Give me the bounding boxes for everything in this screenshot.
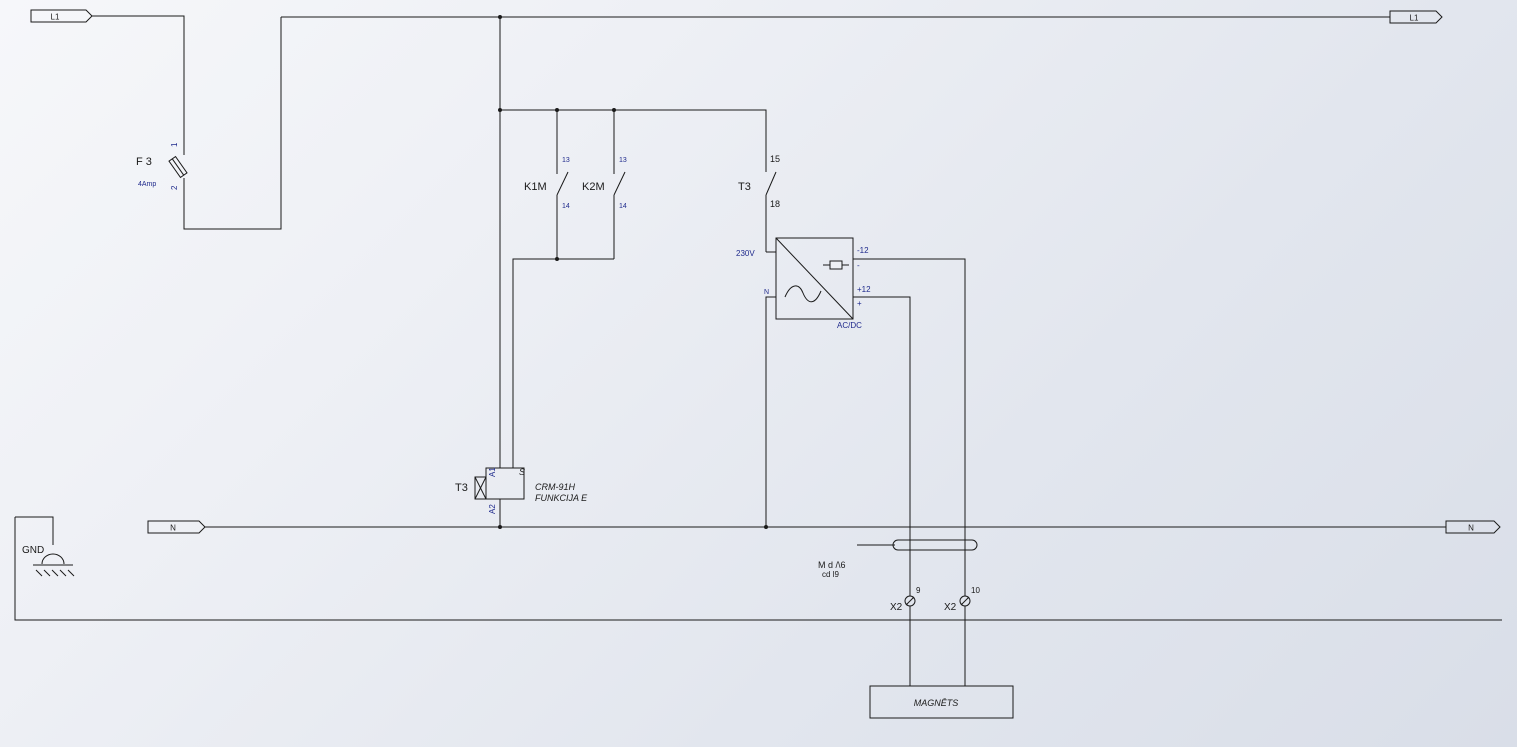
ground-hatch: [67, 569, 75, 577]
junction-dot: [555, 108, 559, 112]
fuse-name: F 3: [136, 156, 152, 168]
psu-diagonal: [775, 237, 854, 320]
terminal-name: X2: [890, 602, 903, 613]
ground-hatch: [35, 569, 43, 577]
psu-out-pos-sign: +: [857, 299, 862, 308]
contact-k2m[interactable]: K2M 13 14: [582, 157, 627, 210]
contact-pin-top: 15: [770, 154, 780, 164]
contact-pin-bottom: 18: [770, 199, 780, 209]
relay-coil-box: [485, 467, 525, 500]
contact-pin-bottom: 14: [562, 203, 570, 210]
wire-psu-n: [765, 296, 776, 527]
contact-k1m[interactable]: K1M 13 14: [524, 157, 570, 210]
terminal-pin: 9: [916, 586, 921, 595]
relay-name: T3: [455, 482, 468, 494]
connector-flag-icon: [1445, 520, 1501, 534]
wire-to-s-terminal: [512, 258, 614, 468]
connector-flag-icon: [30, 9, 93, 23]
junction-dot: [764, 525, 768, 529]
psu-acdc[interactable]: 230V N -12 - +12 + AC/DC: [736, 237, 871, 330]
load-magnet[interactable]: MAGNĒTS: [869, 685, 1014, 719]
load-label: MAGNĒTS: [914, 698, 959, 708]
terminal-name: X2: [944, 602, 957, 613]
connector-n-right[interactable]: N: [1445, 520, 1501, 534]
contact-t3[interactable]: T3 15 18: [738, 154, 780, 209]
terminal-icon: [959, 595, 971, 607]
fuse-f3[interactable]: F 3 4Amp 1 2: [136, 140, 188, 192]
connector-n-left[interactable]: N: [147, 520, 206, 534]
wire-fuse-return: [183, 17, 282, 230]
contact-blade-icon: [613, 171, 626, 196]
contact-name: K2M: [582, 181, 605, 193]
relay-pin-s: S: [519, 467, 525, 477]
connector-flag-icon: [1389, 10, 1443, 24]
ground-dome-icon: [41, 553, 65, 565]
terminal-x2-10[interactable]: X2 10: [944, 586, 980, 613]
junction-dot: [555, 257, 559, 261]
contact-pin-top: 13: [562, 157, 570, 164]
ac-wave-icon: [784, 285, 822, 303]
terminal-icon: [904, 595, 916, 607]
connector-label: L1: [51, 13, 60, 22]
psu-type-label: AC/DC: [837, 321, 862, 330]
psu-out-pos-label: +12: [857, 285, 871, 294]
load-box: [869, 685, 1014, 719]
terminal-x2-9[interactable]: X2 9: [890, 586, 921, 613]
contact-pin-top: 13: [619, 157, 627, 164]
contact-blade-icon: [765, 171, 777, 196]
fuse-icon: [168, 155, 188, 179]
wire-psu-pos: [853, 296, 911, 596]
fuse-pin-1: 1: [170, 142, 179, 147]
cable-sheath-icon: [892, 539, 978, 551]
junctions: [498, 15, 768, 529]
psu-n-label: N: [764, 289, 769, 296]
terminal-slash: [905, 596, 915, 606]
junction-dot: [498, 108, 502, 112]
ground-hatch: [43, 569, 51, 577]
terminal-slash: [960, 596, 970, 606]
ground-hatch: [59, 569, 67, 577]
fuse-rating: 4Amp: [138, 181, 156, 188]
psu-out-neg-label: -12: [857, 246, 869, 255]
wire-psu-neg: [853, 258, 966, 596]
connector-label: L1: [1410, 14, 1419, 23]
wire-branch-bus: [500, 109, 767, 168]
contact-blade-icon: [556, 171, 569, 196]
contact-name: T3: [738, 181, 751, 193]
relay-coil-cross: [474, 476, 487, 500]
relay-pin-a1: A1: [488, 467, 497, 477]
connector-flag-icon: [147, 520, 206, 534]
contact-name: K1M: [524, 181, 547, 193]
fuse-pin-2: 2: [170, 185, 179, 190]
terminal-pin: 10: [971, 586, 980, 595]
contact-pin-bottom: 14: [619, 203, 627, 210]
connector-l1-right[interactable]: L1: [1389, 10, 1443, 24]
wire-gnd-box-top: [15, 516, 54, 545]
psu-box: [775, 237, 854, 320]
wire-l1-to-fuse: [92, 15, 185, 140]
cable-label-line2: cd l9: [822, 570, 839, 579]
psu-out-neg-sign: -: [857, 261, 860, 270]
cable-label-line1: M d /\6: [818, 560, 846, 570]
dc-symbol-icon: [823, 260, 849, 270]
junction-dot: [498, 15, 502, 19]
cable-shield[interactable]: M d /\6 cd l9: [818, 539, 978, 579]
timer-relay-t3[interactable]: T3 A1 A2 S CRM-91H FUNKCIJA E: [455, 467, 588, 514]
gnd-label: GND: [22, 545, 44, 556]
wires: [14, 15, 1502, 686]
relay-pin-a2: A2: [488, 504, 497, 514]
junction-dot: [612, 108, 616, 112]
relay-function: FUNKCIJA E: [535, 493, 588, 503]
connector-label: N: [1468, 524, 1474, 533]
ground-symbol: GND: [22, 545, 75, 577]
ground-hatch: [51, 569, 59, 577]
junction-dot: [498, 525, 502, 529]
wire-pe-bus: [14, 517, 1502, 621]
connector-l1-left[interactable]: L1: [30, 9, 93, 23]
psu-input-label: 230V: [736, 249, 755, 258]
relay-model: CRM-91H: [535, 482, 576, 492]
connector-label: N: [170, 524, 176, 533]
